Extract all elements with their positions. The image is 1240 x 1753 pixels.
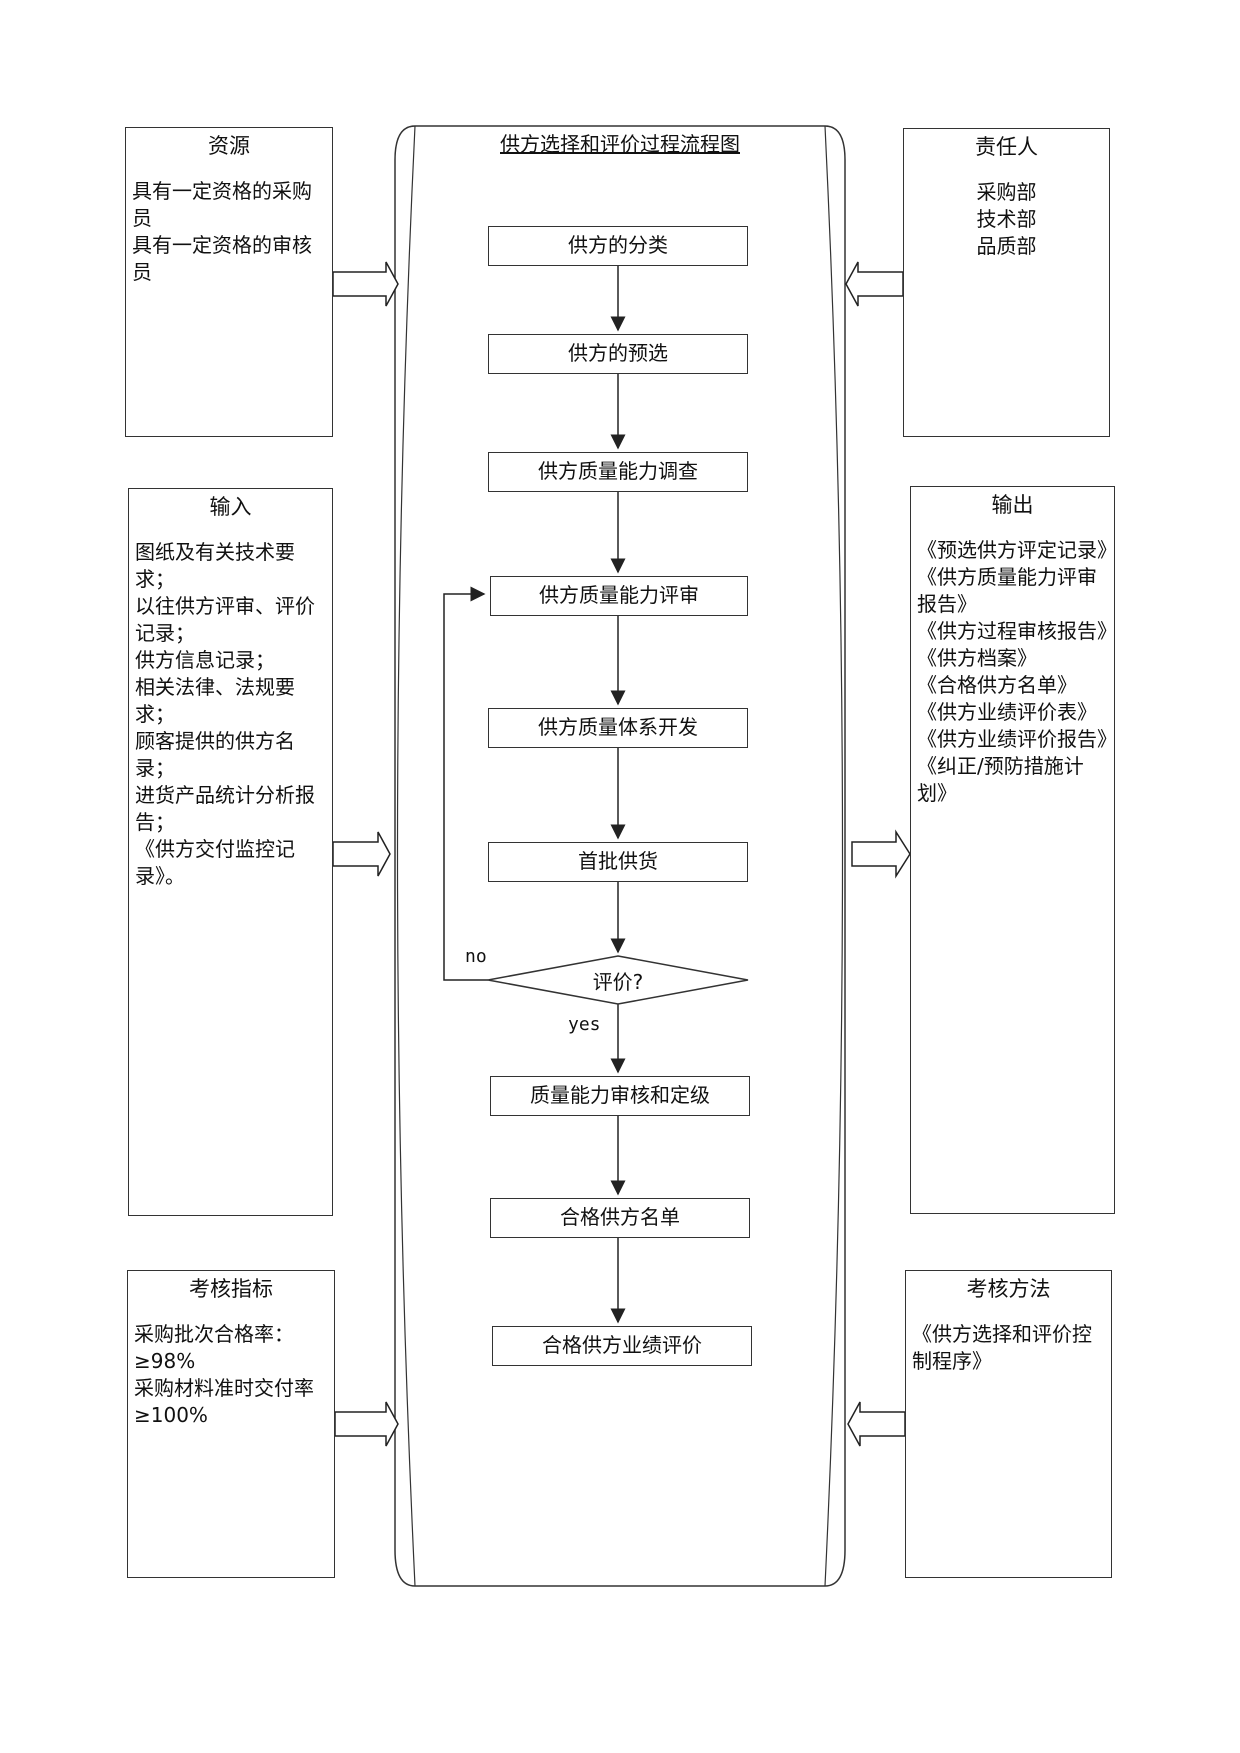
step-capability-survey: 供方质量能力调查 bbox=[488, 452, 748, 492]
output-line: 《供方业绩评价表》 bbox=[917, 700, 1097, 724]
kpi-box: 考核指标 采购批次合格率：≥98% 采购材料准时交付率≥100% bbox=[127, 1270, 335, 1578]
method-box: 考核方法 《供方选择和评价控制程序》 bbox=[905, 1270, 1112, 1578]
output-line: 《供方业绩评价报告》 bbox=[917, 727, 1117, 751]
responsible-box: 责任人 采购部 技术部 品质部 bbox=[903, 128, 1110, 437]
output-title: 输出 bbox=[991, 493, 1034, 517]
responsible-line: 采购部 bbox=[976, 180, 1037, 204]
responsible-title: 责任人 bbox=[975, 135, 1038, 159]
input-line: 供方信息记录； bbox=[135, 648, 275, 672]
method-line: 《供方选择和评价控制程序》 bbox=[912, 1322, 1092, 1373]
input-arrow bbox=[332, 831, 391, 877]
input-line: 相关法律、法规要求； bbox=[135, 675, 295, 726]
input-box: 输入 图纸及有关技术要求； 以往供方评审、评价记录； 供方信息记录； 相关法律、… bbox=[128, 488, 333, 1216]
kpi-line: 采购材料准时交付率≥100% bbox=[134, 1376, 314, 1427]
output-line: 《预选供方评定记录》 bbox=[917, 538, 1117, 562]
resources-title: 资源 bbox=[208, 134, 250, 158]
no-label: no bbox=[465, 946, 487, 967]
kpi-title: 考核指标 bbox=[189, 1277, 273, 1301]
input-line: 以往供方评审、评价记录； bbox=[135, 594, 315, 645]
resources-line: 具有一定资格的采购员 bbox=[132, 179, 312, 230]
resources-line: 具有一定资格的审核员 bbox=[132, 233, 312, 284]
step-qualified-list: 合格供方名单 bbox=[490, 1198, 750, 1238]
kpi-line: 采购批次合格率：≥98% bbox=[134, 1322, 294, 1373]
step-capability-review: 供方质量能力评审 bbox=[490, 576, 748, 616]
yes-label: yes bbox=[568, 1014, 601, 1035]
output-line: 《纠正/预防措施计划》 bbox=[917, 754, 1084, 805]
resources-arrow bbox=[332, 261, 399, 307]
method-arrow bbox=[847, 1401, 906, 1447]
decision-label: 评价? bbox=[592, 970, 644, 994]
flow-title: 供方选择和评价过程流程图 bbox=[500, 132, 740, 156]
responsible-line: 技术部 bbox=[976, 207, 1037, 231]
output-line: 《合格供方名单》 bbox=[917, 673, 1077, 697]
input-line: 进货产品统计分析报告； bbox=[135, 783, 315, 834]
input-line: 《供方交付监控记录》。 bbox=[135, 837, 295, 888]
input-line: 顾客提供的供方名录； bbox=[135, 729, 295, 780]
output-arrow bbox=[851, 829, 911, 879]
step-first-supply: 首批供货 bbox=[488, 842, 748, 882]
responsible-line: 品质部 bbox=[976, 234, 1037, 258]
output-line: 《供方质量能力评审报告》 bbox=[917, 565, 1097, 616]
step-classification: 供方的分类 bbox=[488, 226, 748, 266]
step-audit-grading: 质量能力审核和定级 bbox=[490, 1076, 750, 1116]
boundary-right-bulge bbox=[824, 125, 844, 1587]
boundary-left-bulge bbox=[396, 125, 416, 1587]
input-line: 图纸及有关技术要求； bbox=[135, 540, 295, 591]
step-quality-system-dev: 供方质量体系开发 bbox=[488, 708, 748, 748]
decision-diamond bbox=[487, 955, 749, 1005]
method-title: 考核方法 bbox=[966, 1277, 1051, 1301]
output-line: 《供方过程审核报告》 bbox=[917, 619, 1117, 643]
step-preselection: 供方的预选 bbox=[488, 334, 748, 374]
output-box: 输出 《预选供方评定记录》 《供方质量能力评审报告》 《供方过程审核报告》 《供… bbox=[910, 486, 1117, 1214]
step-performance-eval: 合格供方业绩评价 bbox=[492, 1326, 752, 1366]
responsible-arrow bbox=[845, 261, 904, 307]
input-title: 输入 bbox=[209, 495, 252, 519]
output-line: 《供方档案》 bbox=[917, 646, 1037, 670]
kpi-arrow bbox=[334, 1401, 399, 1447]
no-loop-connector bbox=[443, 586, 488, 981]
resources-box: 资源 具有一定资格的采购员 具有一定资格的审核员 bbox=[125, 127, 333, 437]
